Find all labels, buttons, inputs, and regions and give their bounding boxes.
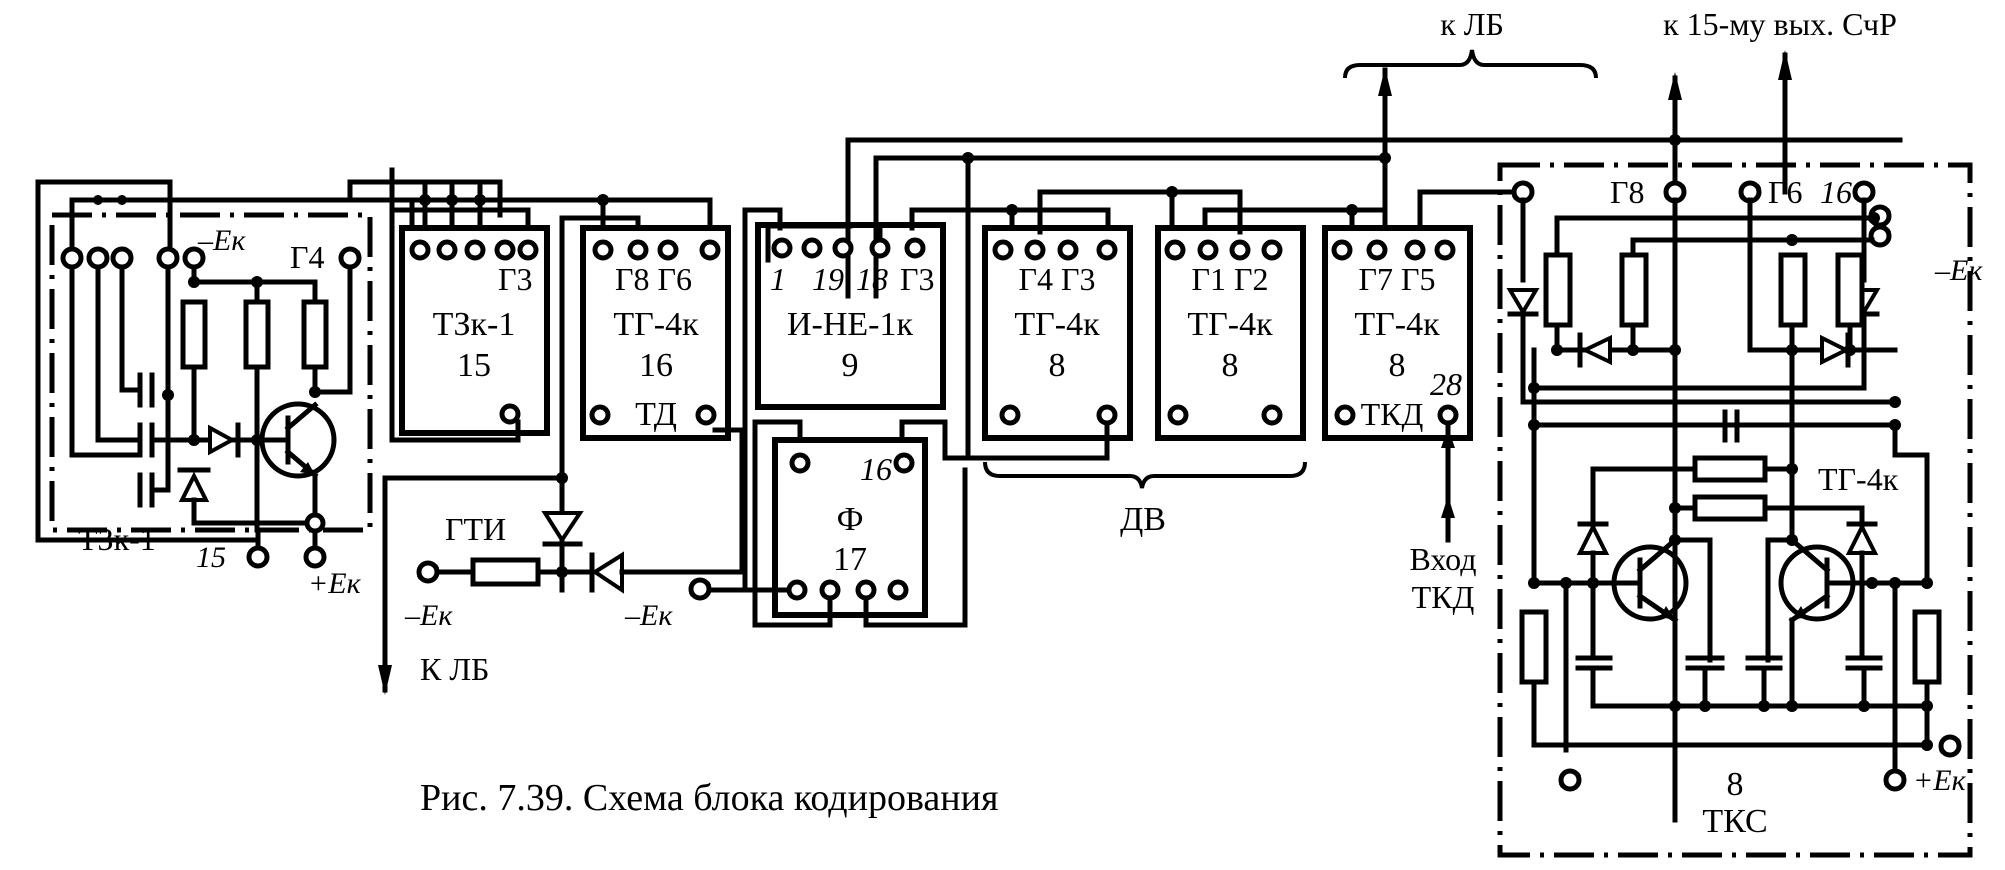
tks-tg4k-label: ТГ-4к xyxy=(1818,461,1899,497)
gti-label: ГТИ xyxy=(445,511,506,547)
tks-plus-ek-label: +Eк xyxy=(1913,764,1967,797)
figure-caption: Рис. 7.39. Схема блока кодирования xyxy=(420,777,998,819)
transistor xyxy=(1778,536,1930,624)
arrow-up-icon xyxy=(1441,428,1455,448)
tks-module: Г8 Г6 16 –Eк xyxy=(1497,162,1983,858)
capacitor-row xyxy=(1575,655,1883,671)
block-type: ТГ-4к xyxy=(613,306,699,343)
diode xyxy=(208,424,237,456)
gti-minus-ek-right: –Eк xyxy=(624,599,673,632)
block-pin-number: 19 xyxy=(812,261,844,297)
block-pin-number: 1 xyxy=(770,261,786,297)
resistor xyxy=(1519,609,1549,685)
tks-minus-ek-label: –Eк xyxy=(1934,254,1983,287)
arrow-up-icon xyxy=(1441,496,1455,518)
block-tg4k-8c: Г7 Г5 ТГ-4к 8 28 ТКД xyxy=(1322,225,1473,543)
diode xyxy=(591,551,624,594)
arrow-up-icon xyxy=(1668,72,1682,100)
left-g4-label: Г4 xyxy=(290,239,325,275)
resistor xyxy=(243,299,271,370)
block-number: 8 xyxy=(1389,347,1406,384)
diode xyxy=(1576,522,1610,555)
tks-g6-label: Г6 xyxy=(1768,174,1803,210)
resistor xyxy=(180,299,208,370)
left-module-boundary xyxy=(49,212,373,533)
arrow-down-icon xyxy=(378,665,392,695)
resistor xyxy=(1912,609,1942,685)
left-pin15-label: 15 xyxy=(196,541,226,574)
diode xyxy=(541,511,584,544)
input-tkd-label-line2: ТКД xyxy=(1412,579,1475,615)
to-lb-bottom-label: К ЛБ xyxy=(420,651,489,687)
terminal-group xyxy=(60,246,362,270)
gti-minus-ek-left: –Eк xyxy=(404,599,453,632)
tks-number: 8 xyxy=(1727,766,1744,803)
block-f-17: 16 Ф 17 xyxy=(702,419,971,628)
arrow-up-icon xyxy=(1778,50,1792,80)
block-pins-label: Г7 Г5 xyxy=(1359,261,1436,297)
block-type: ТГ-4к xyxy=(1187,306,1273,343)
left-minus-ek-label: –Eк xyxy=(197,224,246,257)
block-number: 16 xyxy=(639,347,673,384)
resistor xyxy=(1692,494,1768,522)
block-type: И-НЕ-1к xyxy=(787,306,914,343)
block-pin-number: 18 xyxy=(856,261,888,297)
dv-brace: ДВ xyxy=(983,461,1307,538)
resistor xyxy=(1778,252,1808,328)
tks-module-boundary xyxy=(1497,162,1973,858)
resistor xyxy=(470,557,541,587)
block-ine1k-9: 1 19 18 Г3 И-НЕ-1к 9 xyxy=(742,207,946,593)
transistor xyxy=(1531,536,1689,624)
resistor xyxy=(1543,252,1573,328)
input-tkd-label-line1: Вход xyxy=(1409,541,1476,577)
left-plus-ek-label: +Eк xyxy=(308,567,362,600)
block-number: 8 xyxy=(1222,347,1239,384)
block-type: ТГ-4к xyxy=(1014,306,1100,343)
transistor xyxy=(259,401,337,479)
block-pin-number: 16 xyxy=(860,451,892,487)
to-lb-top-label: к ЛБ xyxy=(1440,6,1504,42)
resistor xyxy=(301,299,329,370)
diode xyxy=(1820,334,1851,366)
block-number: 9 xyxy=(842,347,859,384)
block-pins-label: Г3 xyxy=(900,261,935,297)
block-type: ТЗк-1 xyxy=(433,306,516,343)
block-pin-number: 28 xyxy=(1430,366,1462,402)
resistor xyxy=(1835,252,1865,328)
dv-label: ДВ xyxy=(1120,501,1166,538)
diode xyxy=(1506,288,1540,316)
diode xyxy=(1845,522,1879,555)
resistor xyxy=(1619,252,1649,328)
wire xyxy=(35,179,173,543)
block-pins-label: Г4 Г3 xyxy=(1019,261,1096,297)
left-module-name: ТЗк-1 xyxy=(78,521,156,557)
block-pins-label: Г3 xyxy=(498,261,533,297)
top-right-outputs: к ЛБ к 15-му вых. СчР xyxy=(1343,6,1897,195)
block-pins-label: Г1 Г2 xyxy=(1192,261,1269,297)
block-tg4k-16: Г8 Г6 ТГ-4к 16 ТД xyxy=(580,225,731,441)
block-number: 17 xyxy=(833,541,867,578)
block-number: 15 xyxy=(457,347,491,384)
block-sub-label: ТКД xyxy=(1361,396,1424,432)
left-module-tzk1: –Eк Г4 ТЗк-1 15 +Eк xyxy=(35,179,395,600)
tks-name: ТКС xyxy=(1702,803,1767,840)
block-type: ТГ-4к xyxy=(1354,306,1440,343)
block-pins-label: Г8 Г6 xyxy=(615,261,692,297)
block-type: Ф xyxy=(837,501,864,538)
diode xyxy=(1580,334,1612,366)
tks-pin16-label: 16 xyxy=(1820,174,1852,210)
tks-g8-label: Г8 xyxy=(1610,174,1645,210)
block-tg4k-8a: Г4 Г3 ТГ-4к 8 xyxy=(955,225,1133,461)
diode xyxy=(178,471,210,502)
block-sub-label: ТД xyxy=(635,396,677,433)
gti-circuit: ГТИ –Eк –Eк К ЛБ xyxy=(378,427,745,695)
block-tg4k-8b: Г1 Г2 ТГ-4к 8 xyxy=(1155,225,1306,441)
block-tzk1-15: Г3 ТЗк-1 15 xyxy=(389,167,550,443)
arrow-up-icon xyxy=(1378,68,1392,96)
to-counter-label: к 15-му вых. СчР xyxy=(1663,6,1897,42)
resistor xyxy=(1692,455,1768,483)
block-number: 8 xyxy=(1049,347,1066,384)
